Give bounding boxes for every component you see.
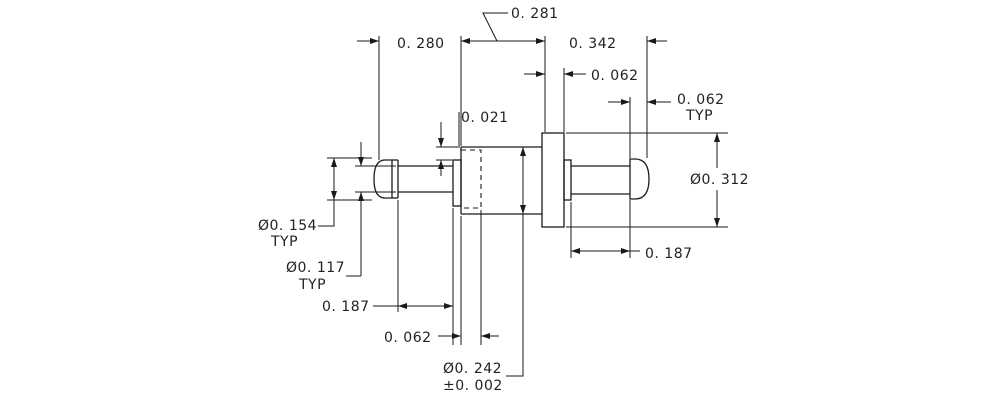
label-body-diameter: Ø0. 242 (443, 361, 502, 377)
dimension-labels: 0. 281 0. 280 0. 342 0. 062 0. 062 TYP 0… (258, 6, 749, 394)
label-top-span: 0. 281 (511, 6, 559, 22)
label-right-section: 0. 342 (569, 36, 617, 52)
label-right-neck-length: 0. 187 (645, 246, 693, 262)
label-neck-diameter-note: TYP (298, 277, 326, 293)
label-head-diameter-note: TYP (270, 234, 298, 250)
label-left-section: 0. 280 (397, 36, 445, 52)
right-shoulder (563, 159, 572, 201)
collar (452, 159, 462, 207)
extension-lines (327, 36, 728, 345)
label-groove-depth: 0. 021 (461, 110, 509, 126)
label-head-diameter: Ø0. 154 (258, 218, 317, 234)
dimension-lines (318, 12, 720, 377)
label-body-tolerance: ±0. 002 (443, 378, 503, 394)
flange (541, 132, 565, 228)
part-outline (373, 132, 650, 228)
label-neck-diameter: Ø0. 117 (286, 260, 345, 276)
label-left-neck-length: 0. 187 (322, 299, 370, 315)
leader-top-span (482, 12, 508, 42)
right-head (629, 158, 650, 200)
label-right-head-note: TYP (685, 108, 713, 124)
label-flange-thickness: 0. 062 (591, 68, 639, 84)
label-flange-diameter: Ø0. 312 (690, 172, 749, 188)
hidden-bore (461, 149, 482, 209)
left-head (373, 159, 392, 199)
label-right-head: 0. 062 (677, 92, 725, 108)
label-collar-width: 0. 062 (384, 330, 432, 346)
